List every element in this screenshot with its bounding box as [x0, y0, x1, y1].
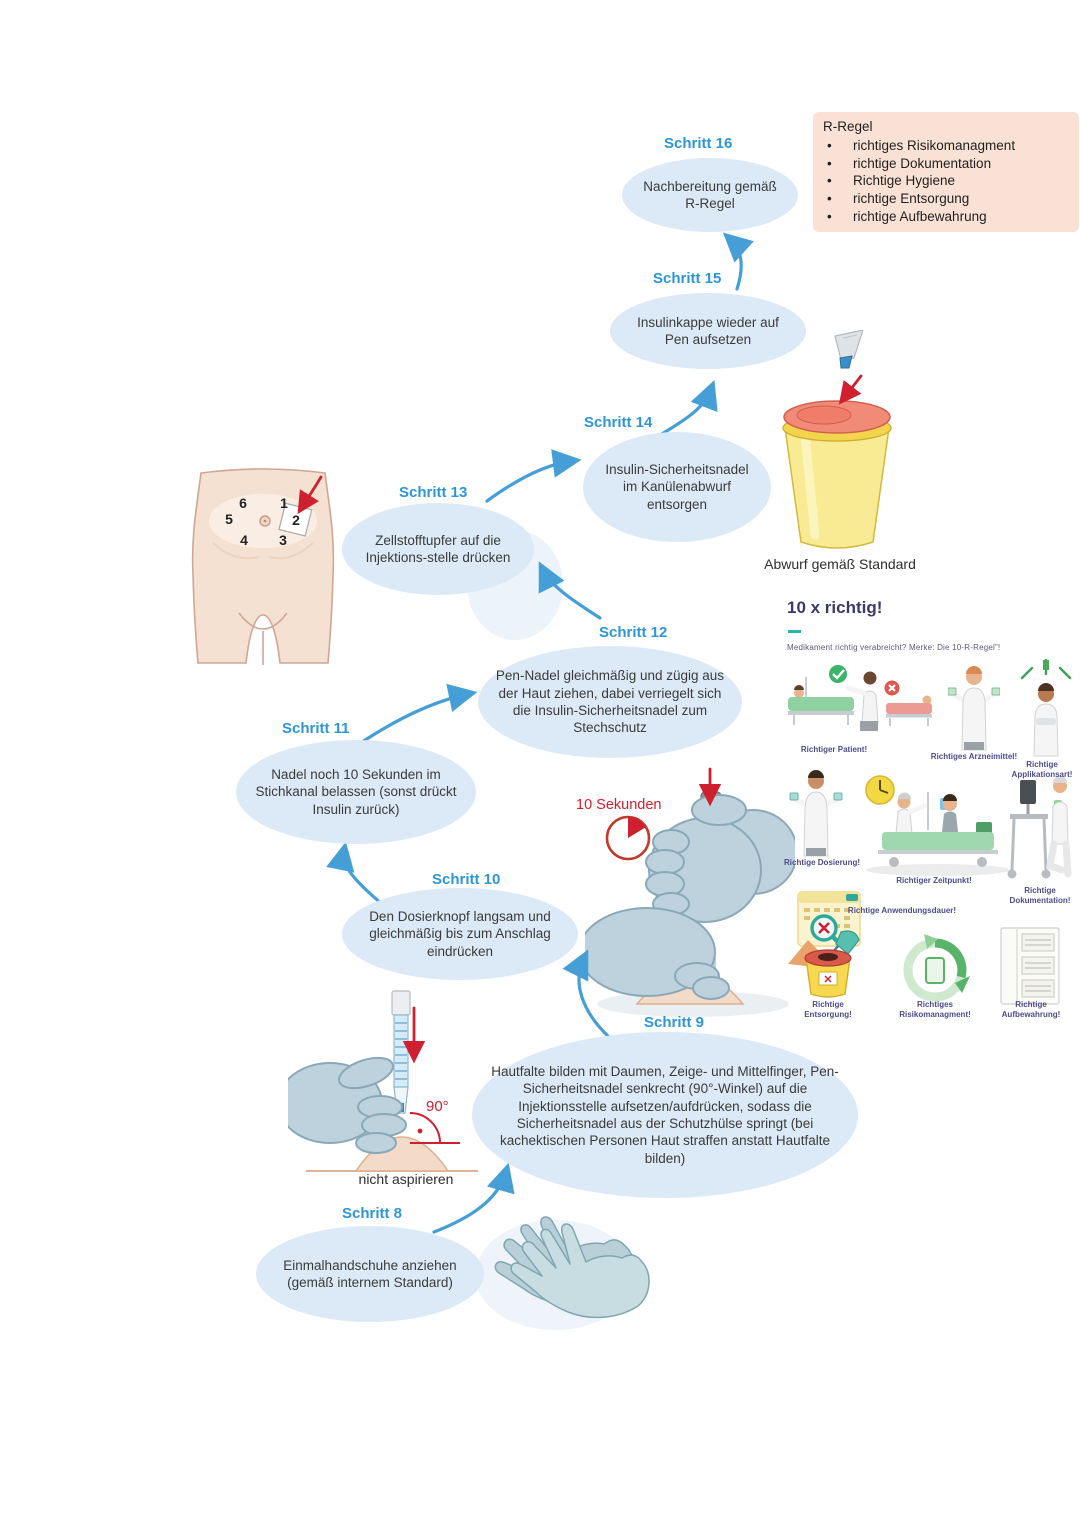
r-regel-item-text: richtiges Risikomanagment [853, 137, 1016, 153]
r-regel-item-text: richtige Entsorgung [853, 191, 970, 207]
right-medication-icon [948, 666, 1000, 751]
bullet-icon: • [827, 173, 832, 189]
site-1: 1 [280, 495, 288, 511]
label-right-patient: Richtiger Patient! [800, 745, 868, 754]
ten-seconds-note: 10 Sekunden [576, 797, 662, 813]
sharps-container-illustration [782, 330, 892, 549]
site-6: 6 [239, 495, 247, 511]
step-10-text: Den Dosierknopf langsam und gleichmäßig … [369, 909, 551, 959]
label-right-storage: Richtige Aufbewahrung! [1001, 1000, 1061, 1020]
step-9-bubble: Hautfalte bilden mit Daumen, Zeige- und … [472, 1032, 858, 1198]
step-12-label: Schritt 12 [599, 624, 668, 641]
arrow-step14-15 [660, 380, 718, 436]
label-right-dose: Richtige Dosierung! [784, 858, 861, 867]
r-regel-item: • richtige Entsorgung [823, 190, 1069, 208]
arrow-step12-13 [538, 561, 602, 620]
label-right-duration: Richtige Anwendungsdauer! [847, 906, 957, 915]
r-regel-item-text: richtige Aufbewahrung [853, 209, 987, 225]
bullet-icon: • [827, 191, 832, 207]
site-3: 3 [279, 532, 287, 548]
bullet-icon: • [827, 155, 832, 171]
r-regel-item: • richtige Dokumentation [823, 155, 1069, 173]
insulin-pen-in-hands-illustration [585, 791, 795, 1017]
r-regel-title: R-Regel [823, 119, 873, 134]
right-disposal-icon [804, 930, 860, 998]
label-right-risk: Richtiges Risikomanagment! [899, 1000, 971, 1020]
right-time-icon [865, 775, 1010, 876]
r-regel-item-text: Richtige Hygiene [853, 173, 956, 189]
step-11-bubble: Nadel noch 10 Sekunden im Stichkanal bel… [236, 740, 476, 844]
step-10-label: Schritt 10 [432, 871, 501, 888]
site-4: 4 [240, 532, 248, 548]
teal-dash [788, 630, 801, 633]
r-regel-item: • Richtige Hygiene [823, 172, 1069, 190]
step-8-bubble: Einmalhandschuhe anziehen (gemäß interne… [256, 1226, 484, 1322]
step-13-text: Zellstofftupfer auf die Injektions-stell… [365, 532, 511, 565]
step-9-text: Hautfalte bilden mit Daumen, Zeige- und … [491, 1064, 839, 1166]
step-11-label: Schritt 11 [282, 720, 350, 737]
step-16-bubble: Nachbereitung gemäß R-Regel [622, 158, 798, 232]
step-16-label: Schritt 16 [664, 135, 733, 152]
step-14-text: Insulin-Sicherheitsnadel im Kanülenabwur… [605, 462, 749, 512]
disposable-gloves-illustration [494, 1216, 650, 1319]
right-dose-icon [789, 770, 843, 857]
disposal-caption: Abwurf gemäß Standard [764, 556, 916, 572]
step-12-bubble: Pen-Nadel gleichmäßig und zügig aus der … [478, 646, 742, 758]
right-risk-management-icon [903, 934, 970, 1002]
step-15-label: Schritt 15 [653, 270, 722, 287]
r-regel-item-text: richtige Dokumentation [853, 155, 992, 171]
arrow-step8-9 [432, 1162, 515, 1234]
step-12-text: Pen-Nadel gleichmäßig und zügig aus der … [495, 668, 725, 736]
step-15-text: Insulinkappe wieder auf Pen aufsetzen [637, 314, 779, 347]
arrow-needle-disposal [838, 374, 863, 405]
step-15-bubble: Insulinkappe wieder auf Pen aufsetzen [610, 293, 806, 369]
site-5: 5 [225, 511, 233, 527]
step-8-label: Schritt 8 [342, 1205, 403, 1222]
label-right-documentation: Richtige Dokumentation! [1009, 886, 1071, 906]
r-regel-box: R-Regel • richtiges Risikomanagment • rich… [813, 112, 1079, 232]
arrow-step9-10 [562, 949, 612, 1040]
label-right-disposal: Richtige Entsorgung! [804, 1000, 852, 1020]
label-right-medication: Richtiges Arzneimittel! [930, 752, 1018, 761]
arrow-step10-11 [326, 841, 384, 906]
right-documentation-icon [1007, 776, 1072, 879]
step-9-label: Schritt 9 [644, 1014, 705, 1031]
step-11-text: Nadel noch 10 Sekunden im Stichkanal bel… [255, 767, 457, 817]
pen-needle-icon [839, 355, 853, 369]
r-regel-item: • richtiges Risikomanagment [823, 137, 1069, 155]
90-degree-injection-illustration [288, 990, 478, 1172]
arrow-step15-16 [722, 232, 754, 291]
arrow-step11-12 [360, 683, 478, 744]
ten-r-title: 10 x richtig! [787, 598, 883, 617]
right-administration-route-icon [1020, 658, 1072, 757]
step-14-label: Schritt 14 [584, 414, 653, 431]
step-13-bubble: Zellstofftupfer auf die Injektions-stell… [342, 503, 534, 595]
right-storage-icon [1000, 927, 1060, 1005]
label-right-route: Richtige Applikationsart! [1011, 760, 1073, 780]
r-regel-item: • richtige Aufbewahrung [823, 208, 1069, 226]
step-14-bubble: Insulin-Sicherheitsnadel im Kanülenabwur… [583, 432, 771, 542]
step-13-label: Schritt 13 [399, 484, 468, 501]
right-patient-icon [788, 665, 932, 731]
step-16-text: Nachbereitung gemäß R-Regel [643, 178, 777, 211]
site-2: 2 [292, 512, 300, 528]
angle-note: 90° [426, 1098, 449, 1115]
not-aspirate-note: nicht aspirieren [358, 1171, 454, 1187]
arrow-site-2 [297, 475, 323, 515]
label-right-time: Richtiger Zeitpunkt! [896, 876, 972, 885]
bullet-icon: • [827, 137, 832, 153]
bullet-icon: • [827, 209, 832, 225]
ten-r-subtitle: Medikament richtig verabreicht? Merke: D… [787, 643, 1001, 652]
step-10-bubble: Den Dosierknopf langsam und gleichmäßig … [342, 888, 578, 980]
abdomen-injection-sites-illustration: 6 1 5 2 4 3 [191, 468, 335, 665]
arrow-step13-14 [485, 449, 582, 503]
step-8-text: Einmalhandschuhe anziehen (gemäß interne… [283, 1257, 457, 1290]
timer-clock-icon [605, 815, 651, 861]
